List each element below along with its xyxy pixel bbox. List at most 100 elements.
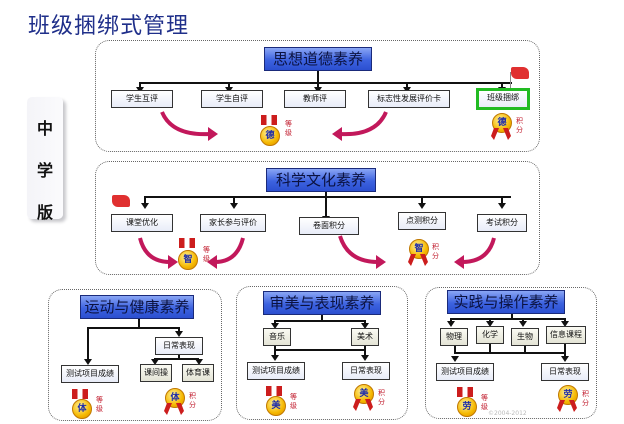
- sports-header: 运动与健康素养: [80, 295, 194, 319]
- points-label: 积分: [582, 390, 589, 407]
- ribbon-icon: [72, 389, 88, 399]
- ribbon-icon: [457, 387, 473, 397]
- grade-label: 等级: [481, 394, 488, 411]
- science-header: 科学文化素养: [266, 168, 376, 192]
- arrow-icon: [451, 356, 459, 362]
- connector: [317, 82, 319, 88]
- connector: [524, 346, 526, 352]
- practice-node: 生物: [511, 328, 539, 346]
- rosette-ribbon-icon: [491, 128, 511, 140]
- practice-node: 信息课程: [546, 326, 586, 344]
- connector: [178, 327, 180, 331]
- rosette-ribbon-icon: [353, 399, 373, 411]
- edition-char: 版: [36, 203, 53, 222]
- rosette-ribbon-icon: [557, 400, 577, 412]
- edition-char: 中: [36, 119, 53, 138]
- arrow-icon: [486, 321, 494, 327]
- connector: [274, 320, 276, 324]
- connector: [87, 327, 179, 329]
- connector: [139, 82, 141, 88]
- connector: [406, 82, 408, 88]
- curved-arrow-icon: [332, 111, 388, 141]
- moral-node: 教师评: [284, 90, 346, 108]
- connector: [364, 320, 366, 324]
- edition-char: 学: [36, 161, 53, 180]
- medal-grade-icon: 智: [178, 250, 198, 270]
- practice-node: 日常表现: [541, 363, 589, 381]
- arrow-icon: [561, 321, 569, 327]
- red-flag-icon: [112, 195, 130, 207]
- connector: [274, 320, 365, 322]
- copyright-text: ©2004-2012: [488, 410, 527, 417]
- arrow-icon: [561, 356, 569, 362]
- curved-arrow-icon: [160, 111, 218, 141]
- points-label: 积分: [516, 117, 523, 134]
- connector: [454, 352, 565, 354]
- connector: [317, 71, 319, 83]
- arrow-icon: [195, 359, 203, 365]
- moral-node: 标志性发展评价卡: [368, 90, 450, 108]
- connector: [138, 319, 140, 328]
- connector: [228, 82, 230, 88]
- moral-node-highlight: 班级捆绑: [476, 88, 530, 110]
- curved-arrow-icon: [454, 237, 496, 269]
- curved-arrow-icon: [207, 237, 245, 269]
- connector: [154, 358, 199, 360]
- connector: [321, 315, 323, 321]
- science-node: 卷面积分: [299, 217, 359, 235]
- page-title: 班级捆绑式管理: [28, 14, 190, 39]
- arrow-icon: [361, 323, 369, 329]
- connector: [450, 318, 565, 320]
- curved-arrow-icon: [138, 237, 178, 269]
- moral-node: 学生自评: [201, 90, 263, 108]
- medal-grade-icon: 劳: [457, 397, 477, 417]
- connector: [87, 327, 89, 360]
- science-node: 点测积分: [398, 212, 446, 230]
- arts-node: 测试项目成绩: [247, 362, 305, 380]
- sports-node: 体育课: [182, 364, 214, 382]
- ribbon-icon: [266, 386, 282, 396]
- connector: [144, 196, 146, 203]
- connector: [511, 314, 513, 319]
- curved-arrow-icon: [338, 235, 386, 269]
- connector: [489, 344, 491, 352]
- arrow-icon: [271, 355, 279, 361]
- science-node: 考试积分: [477, 214, 527, 232]
- arrow-icon: [519, 321, 527, 327]
- arrow-icon: [271, 323, 279, 329]
- arts-node: 音乐: [263, 328, 291, 346]
- arrow-icon: [498, 203, 506, 209]
- connector: [450, 318, 452, 322]
- connector: [364, 346, 366, 356]
- arrow-icon: [447, 321, 455, 327]
- connector: [454, 346, 456, 354]
- practice-node: 化学: [476, 326, 504, 344]
- connector: [274, 349, 365, 351]
- moral-node: 学生互评: [111, 90, 173, 108]
- connector: [489, 318, 491, 322]
- science-node: 家长参与评价: [200, 214, 266, 232]
- arrow-icon: [361, 355, 369, 361]
- connector: [139, 82, 512, 84]
- practice-node: 测试项目成绩: [436, 363, 494, 381]
- points-label: 积分: [189, 392, 196, 409]
- connector: [325, 192, 327, 218]
- medal-grade-icon: 美: [266, 396, 286, 416]
- points-label: 积分: [378, 389, 385, 406]
- arrow-icon: [230, 203, 238, 209]
- ribbon-icon: [261, 115, 277, 125]
- arts-header: 审美与表现素养: [263, 291, 381, 315]
- grade-label: 等级: [203, 246, 210, 263]
- connector: [564, 318, 566, 322]
- arts-node: 日常表现: [342, 362, 390, 380]
- science-node: 课堂优化: [111, 214, 173, 232]
- sports-node: 课间操: [140, 364, 172, 382]
- sports-node: 测试项目成绩: [61, 365, 119, 383]
- medal-grade-icon: 体: [72, 399, 92, 419]
- connector: [233, 196, 235, 203]
- rosette-ribbon-icon: [408, 254, 428, 266]
- connector: [501, 196, 503, 203]
- points-label: 积分: [432, 243, 439, 260]
- practice-node: 物理: [440, 328, 468, 346]
- arrow-icon: [175, 331, 183, 337]
